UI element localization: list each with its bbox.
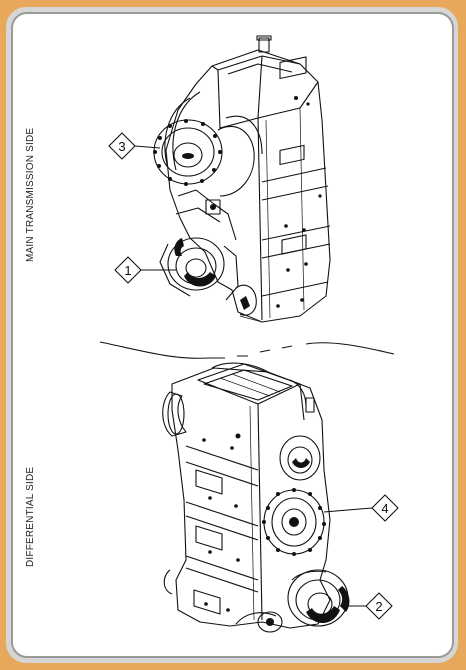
- section-break-line: [99, 341, 395, 359]
- callout-4-label: 4: [381, 501, 388, 516]
- drawing-sheet: [11, 12, 454, 658]
- callout-3-label: 3: [118, 139, 125, 154]
- callout-3: 3: [108, 132, 161, 160]
- callout-2-label: 2: [375, 599, 382, 614]
- callout-4: 4: [323, 494, 399, 522]
- main-transmission-gearbox-drawing: [153, 35, 331, 323]
- callout-1-label: 1: [124, 263, 131, 278]
- callout-2: 2: [340, 592, 393, 620]
- differential-gearbox-drawing: [162, 362, 350, 633]
- callout-1: 1: [114, 256, 176, 284]
